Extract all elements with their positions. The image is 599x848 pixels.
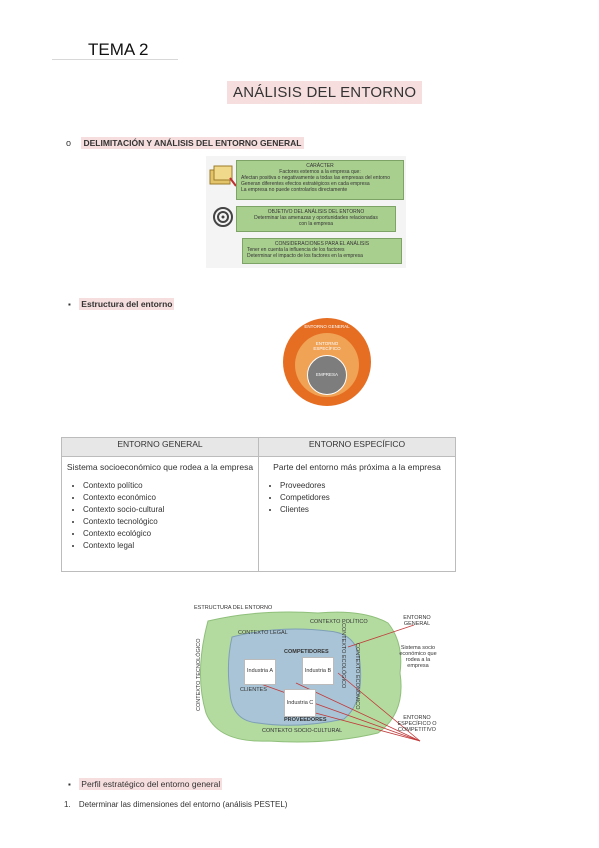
entorno-especifico-label: ENTORNO ESPECÍFICO O COMPETITIVO — [397, 715, 437, 733]
ctx-tecnologico-label: CONTEXTO TECNOLÓGICO — [196, 638, 202, 711]
list-item: Contexto legal — [83, 540, 257, 552]
ctx-sociocultural-label: CONTEXTO SOCIO-CULTURAL — [262, 728, 343, 734]
industria-b-box: Industria B — [302, 657, 334, 685]
caracter-line: Generan diferentes efectos estratégicos … — [241, 181, 370, 187]
consideraciones-box: CONSIDERACIONES PARA EL ANÁLISIS Tener e… — [242, 238, 402, 264]
circle-entorno-especifico: ENTORNO ESPECÍFICO EMPRESA — [295, 333, 359, 397]
tema-heading: TEMA 2 — [88, 40, 149, 59]
table-cell-general: Sistema socioeconómico que rodea a la em… — [61, 456, 259, 572]
target-icon — [213, 207, 233, 227]
numbered-item: 1. Determinar las dimensiones del entorn… — [64, 800, 287, 809]
industria-a-label: Industria A — [247, 668, 273, 674]
section3-heading: Perfil estratégico del entorno general — [79, 778, 223, 790]
industria-a-box: Industria A — [244, 659, 276, 685]
book-icon — [209, 165, 237, 187]
circle-entorno-general: ENTORNO GENERAL ENTORNO ESPECÍFICO EMPRE… — [283, 318, 371, 406]
caracter-subtitle: Factores externos a la empresa que: — [279, 169, 361, 175]
ctx-ecologico-label: CONTEXTO ECOLÓGICO — [340, 623, 346, 689]
objetivo-box: OBJETIVO DEL ANÁLISIS DEL ENTORNO Determ… — [236, 206, 396, 232]
entorno-general-label: ENTORNO GENERAL — [403, 615, 431, 627]
section3-bullet: ▪ — [68, 780, 71, 789]
table-cell-especifico: Parte del entorno más próxima a la empre… — [258, 456, 456, 572]
objetivo-line: con la empresa — [298, 221, 334, 227]
consideraciones-line: Tener en cuenta la influencia de los fac… — [247, 247, 345, 253]
list-item: Contexto político — [83, 480, 257, 492]
section1-row: o DELIMITACIÓN Y ANÁLISIS DEL ENTORNO GE… — [66, 133, 304, 151]
objetivo-line: Determinar las amenazas y oportunidades … — [254, 215, 378, 221]
especifico-list: Proveedores Competidores Clientes — [260, 480, 454, 516]
item-text: Determinar las dimensiones del entorno (… — [78, 800, 288, 809]
circle-outer-label: ENTORNO GENERAL — [304, 324, 350, 329]
objetivo-title: OBJETIVO DEL ANÁLISIS DEL ENTORNO — [267, 209, 365, 215]
table-header: ENTORNO ESPECÍFICO — [258, 437, 456, 457]
industria-b-label: Industria B — [304, 668, 332, 674]
list-item: Contexto económico — [83, 492, 257, 504]
caracter-line: Afectan positiva o negativamente a todas… — [241, 175, 390, 181]
section2-bullet: ▪ — [68, 300, 71, 309]
section3-row: ▪ Perfil estratégico del entorno general — [68, 774, 223, 792]
section1-bullet: o — [66, 138, 72, 148]
figure2-title: ESTRUCTURA DEL ENTORNO — [194, 605, 273, 611]
entorno-table: ENTORNO GENERAL ENTORNO ESPECÍFICO Siste… — [61, 437, 456, 572]
caracter-box: CARÁCTER Factores externos a la empresa … — [236, 160, 404, 200]
consideraciones-line: Determinar el impacto de los factores en… — [247, 253, 363, 259]
table-header: ENTORNO GENERAL — [61, 437, 259, 457]
list-item: Contexto socio-cultural — [83, 504, 257, 516]
item-number: 1. — [64, 800, 71, 809]
consideraciones-title: CONSIDERACIONES PARA EL ANÁLISIS — [274, 241, 370, 247]
general-list: Contexto político Contexto económico Con… — [63, 480, 257, 552]
circle-middle-label: ENTORNO ESPECÍFICO — [313, 341, 341, 351]
table-subheader: Sistema socioeconómico que rodea a la em… — [66, 462, 254, 472]
circle-empresa: EMPRESA — [307, 355, 347, 395]
figure1: CARÁCTER Factores externos a la empresa … — [206, 156, 406, 268]
list-item: Clientes — [280, 504, 454, 516]
list-item: Contexto tecnológico — [83, 516, 257, 528]
ctx-legal-label: CONTEXTO LEGAL — [238, 630, 288, 636]
figure2-map — [200, 611, 421, 743]
ctx-economico-label: CONTEXTO ECONÓMICO — [354, 643, 360, 710]
competidores-label: COMPETIDORES — [284, 649, 329, 655]
page-title: ANÁLISIS DEL ENTORNO — [227, 81, 423, 104]
industria-c-label: Industria C — [286, 700, 314, 706]
circle-inner-label: EMPRESA — [315, 372, 338, 377]
list-item: Contexto ecológico — [83, 528, 257, 540]
sistema-label: Sistema socio económico que rodea a la e… — [399, 645, 437, 669]
section2-row: ▪ Estructura del entorno — [68, 294, 175, 312]
caracter-line: La empresa no puede controlarlos directa… — [241, 187, 348, 193]
list-item: Proveedores — [280, 480, 454, 492]
industria-c-box: Industria C — [284, 689, 316, 717]
ctx-politico-label: CONTEXTO POLÍTICO — [310, 619, 368, 625]
list-item: Competidores — [280, 492, 454, 504]
section1-heading: DELIMITACIÓN Y ANÁLISIS DEL ENTORNO GENE… — [81, 137, 304, 149]
header-divider — [52, 59, 178, 60]
caracter-title: CARÁCTER — [306, 163, 334, 169]
table-subheader: Parte del entorno más próxima a la empre… — [273, 462, 441, 472]
clientes-label: CLIENTES — [240, 687, 267, 693]
section2-heading: Estructura del entorno — [79, 298, 175, 310]
proveedores-label: PROVEEDORES — [284, 717, 327, 723]
figure2: ESTRUCTURA DEL ENTORNO CONTEXTO POLÍTICO… — [188, 603, 450, 748]
